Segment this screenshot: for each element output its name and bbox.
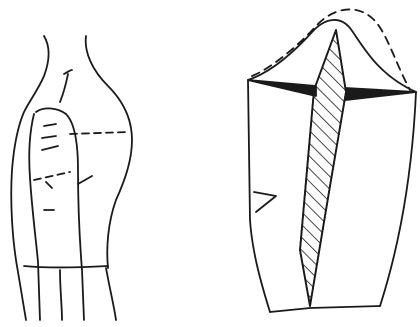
sleeve-hem <box>270 306 380 312</box>
skirt-right-line <box>106 268 116 320</box>
right-dart-filled <box>346 88 416 100</box>
fold-mark-3 <box>42 146 58 150</box>
sleeve-left-edge <box>248 80 270 312</box>
sleeve-right-edge <box>380 92 416 306</box>
elbow-line-dashed <box>34 172 70 180</box>
fold-mark-5 <box>78 176 92 184</box>
bust-line-dashed <box>70 132 128 134</box>
skirt-mid-line <box>60 270 62 320</box>
waist-seam <box>24 266 108 268</box>
bodice-drawing <box>11 36 132 320</box>
fold-mark-2 <box>42 136 56 138</box>
fold-mark-1 <box>44 124 56 126</box>
neck-back-line <box>86 36 132 268</box>
fold-mark-4 <box>46 182 52 188</box>
sleeve-pattern-drawing <box>248 9 416 312</box>
elbow-dart-mark <box>254 192 276 212</box>
armhole-seam <box>60 74 68 102</box>
left-dart-filled <box>248 80 316 96</box>
sleeve-inner-edge <box>29 114 40 320</box>
